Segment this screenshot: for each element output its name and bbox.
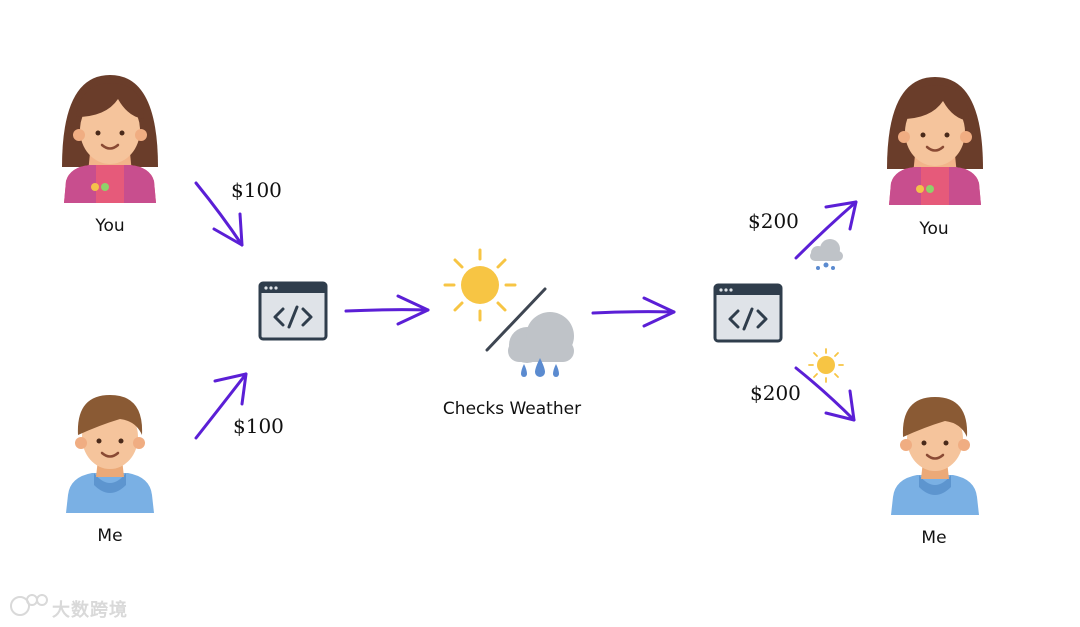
- you-left-label: You: [95, 216, 125, 236]
- oracle-rain-cloud-icon: [508, 312, 574, 377]
- you-left-avatar: [60, 73, 160, 205]
- you-right-avatar: [885, 75, 985, 207]
- me-outcome-sun-icon: [808, 348, 844, 383]
- you-right-label: You: [919, 219, 949, 239]
- arrow-contract-to-oracle: [344, 294, 430, 326]
- me-right-avatar: [889, 395, 981, 517]
- arrow-contract-to-you: [794, 200, 858, 260]
- transfer-me-out-amount: $200: [750, 381, 801, 405]
- oracle-label: Checks Weather: [442, 399, 582, 419]
- watermark-logo-icon: [10, 594, 48, 616]
- me-left-avatar: [64, 393, 156, 515]
- arrow-me-to-contract: [194, 372, 248, 440]
- transfer-you-in-amount: $100: [231, 178, 282, 202]
- you-outcome-rain-cloud-icon: [810, 239, 843, 270]
- transfer-me-in-amount: $100: [233, 414, 284, 438]
- me-left-label: Me: [97, 526, 123, 546]
- oracle-divider: [485, 287, 547, 352]
- watermark-text: 大数跨境: [52, 600, 128, 621]
- oracle-sun-icon: [443, 248, 517, 322]
- arrow-oracle-to-contract: [591, 296, 676, 328]
- transfer-you-out-amount: $200: [748, 209, 799, 233]
- arrow-contract-to-me: [794, 366, 856, 422]
- contract-right-code-window-icon: [713, 283, 783, 343]
- me-right-label: Me: [921, 528, 947, 548]
- arrow-you-to-contract: [194, 181, 244, 247]
- contract-left-code-window-icon: [258, 281, 328, 341]
